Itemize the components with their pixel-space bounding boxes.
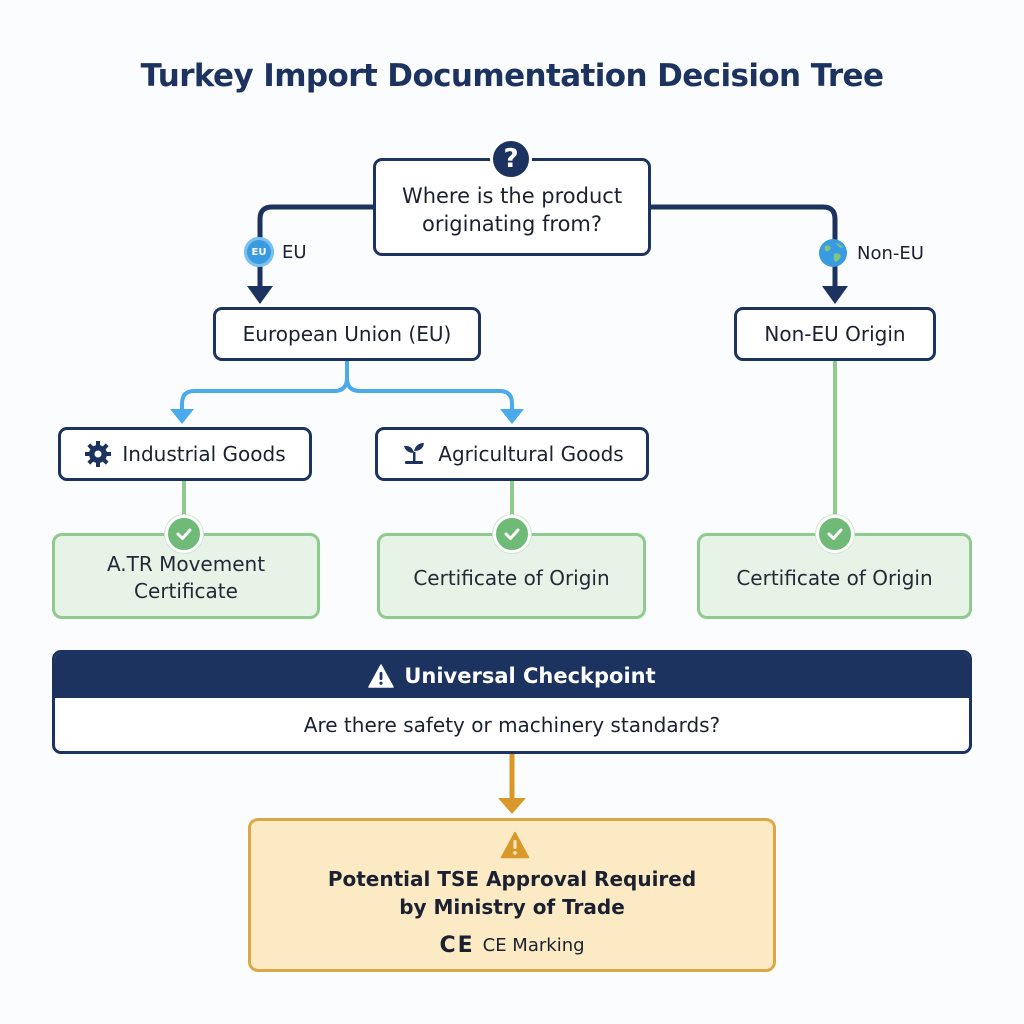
branch-label-eu: EU EU — [244, 237, 307, 267]
tse-approval-line1: Potential TSE Approval Required — [327, 867, 697, 891]
result-agricultural-certificate: Certificate of Origin — [377, 533, 646, 619]
origin-question-node: Where is the product originating from? — [373, 158, 651, 256]
question-mark-icon: ? — [490, 138, 532, 180]
arrowhead-eu — [247, 286, 273, 304]
branch-label-eu-text: EU — [282, 241, 307, 263]
industrial-goods-label: Industrial Goods — [122, 442, 286, 466]
edge-eu-to-categories — [180, 360, 514, 410]
check-icon — [493, 515, 531, 553]
result-agricultural-text: Certificate of Origin — [413, 565, 610, 590]
universal-checkpoint-panel: Universal Checkpoint Are there safety or… — [52, 650, 972, 754]
ce-marking-label: CE Marking — [482, 935, 585, 956]
checkpoint-header: Universal Checkpoint — [55, 653, 969, 698]
tse-approval-title: Potential TSE Approval Required by Minis… — [251, 865, 773, 921]
result-atr-line2: Certificate — [134, 579, 238, 603]
result-non-eu-text: Certificate of Origin — [736, 565, 933, 590]
arrowhead-agricultural — [500, 409, 524, 424]
agricultural-goods-label: Agricultural Goods — [438, 442, 624, 466]
warning-icon — [500, 831, 530, 859]
arrowhead-industrial — [170, 409, 194, 424]
tse-approval-line2: by Ministry of Trade — [399, 895, 625, 919]
edge-root-to-non-eu — [650, 204, 838, 292]
checkpoint-question: Are there safety or machinery standards? — [303, 712, 721, 737]
origin-question-text: Where is the product originating from? — [401, 184, 623, 236]
gear-icon — [85, 441, 112, 467]
branch-label-non-eu: Non-EU — [817, 237, 924, 269]
eu-origin-node: European Union (EU) — [213, 307, 481, 361]
branch-label-non-eu-text: Non-EU — [857, 242, 924, 264]
edge-root-to-eu — [257, 204, 374, 292]
check-icon — [816, 515, 854, 553]
ce-marking-row: CE CE Marking — [251, 933, 773, 958]
arrowhead-non-eu — [822, 286, 848, 304]
ce-mark-icon: CE — [439, 933, 475, 958]
warning-icon — [368, 663, 395, 688]
eu-origin-text: European Union (EU) — [242, 322, 452, 346]
page-title: Turkey Import Documentation Decision Tre… — [140, 58, 884, 94]
checkpoint-title: Universal Checkpoint — [404, 663, 656, 688]
check-icon — [165, 515, 203, 553]
arrowhead-final — [498, 798, 526, 814]
result-atr-line1: A.TR Movement — [106, 552, 266, 576]
agricultural-goods-node: Agricultural Goods — [375, 427, 649, 481]
tse-approval-node: Potential TSE Approval Required by Minis… — [248, 818, 776, 972]
sprout-icon — [404, 443, 425, 464]
checkpoint-body: Are there safety or machinery standards? — [55, 698, 969, 751]
globe-icon — [819, 239, 847, 267]
industrial-goods-node: Industrial Goods — [58, 427, 312, 481]
non-eu-origin-text: Non-EU Origin — [764, 322, 906, 346]
eu-flag-icon: EU — [244, 237, 274, 267]
non-eu-origin-node: Non-EU Origin — [734, 307, 936, 361]
